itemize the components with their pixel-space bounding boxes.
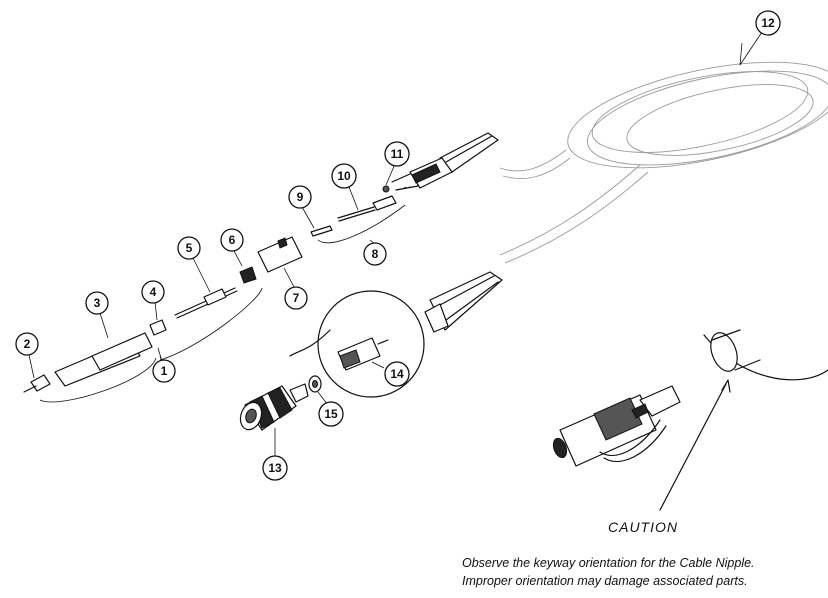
caution-label: CAUTION <box>608 519 678 535</box>
lower-left-parts <box>23 236 303 403</box>
callout-5: 5 <box>177 236 201 260</box>
callout-12-label: 12 <box>761 16 775 30</box>
callout-13: 13 <box>262 455 288 481</box>
callout-7: 7 <box>284 286 308 310</box>
callout-14: 14 <box>384 361 410 387</box>
callout-15-label: 15 <box>324 407 338 421</box>
leader-lines <box>28 25 767 456</box>
washer-part-15 <box>308 375 322 393</box>
callout-8-label: 8 <box>372 247 379 261</box>
upper-small-parts <box>310 185 411 244</box>
coiled-cable <box>499 61 828 264</box>
caution-note-line-1: Observe the keyway orientation for the C… <box>462 556 755 570</box>
callout-15: 15 <box>318 401 344 427</box>
caution-note-line-2: Improper orientation may damage associat… <box>462 574 748 588</box>
callout-9: 9 <box>288 185 312 209</box>
callout-11-label: 11 <box>391 147 404 161</box>
callout-2: 2 <box>15 332 39 356</box>
callout-3: 3 <box>85 291 109 315</box>
callout-3-label: 3 <box>94 296 101 310</box>
callout-9-label: 9 <box>297 190 304 204</box>
callout-13-label: 13 <box>268 461 282 475</box>
callout-10-label: 10 <box>337 169 351 183</box>
callout-4-label: 4 <box>150 285 157 299</box>
callout-6: 6 <box>220 228 244 252</box>
callout-12: 12 <box>755 10 781 36</box>
callout-8: 8 <box>363 242 387 266</box>
callout-7-label: 7 <box>293 291 300 305</box>
callout-6-label: 6 <box>229 233 236 247</box>
upper-connector-assembly <box>391 132 499 191</box>
cable-nipple-inset <box>552 329 828 511</box>
detail-circle <box>317 290 425 398</box>
callout-10: 10 <box>331 163 357 189</box>
callout-11: 11 <box>384 141 410 167</box>
callout-4: 4 <box>141 280 165 304</box>
callout-2-label: 2 <box>24 337 31 351</box>
callout-5-label: 5 <box>186 241 193 255</box>
callout-14-label: 14 <box>390 367 404 381</box>
callout-1: 1 <box>152 359 176 383</box>
knurled-nut-part-13 <box>239 383 309 431</box>
lower-connector-assembly <box>289 271 503 398</box>
callout-1-label: 1 <box>161 364 168 378</box>
